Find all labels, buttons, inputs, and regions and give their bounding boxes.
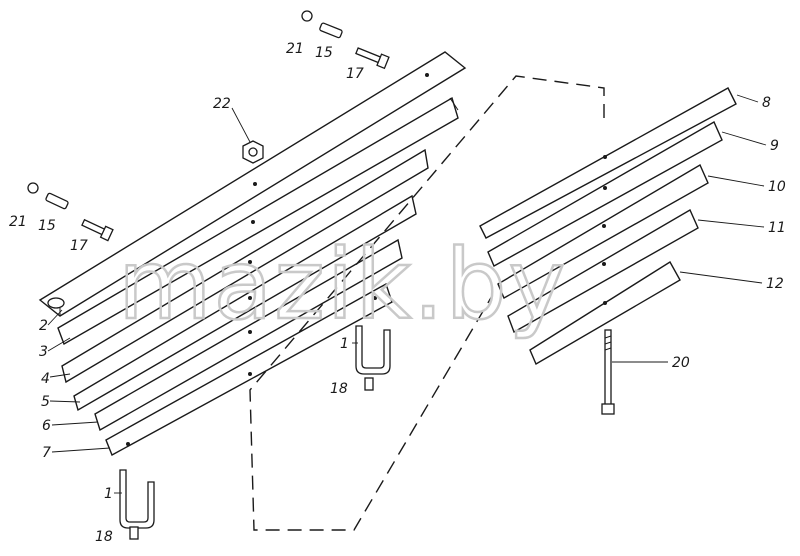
clip-1-upper — [355, 325, 391, 375]
label-5: 5 — [41, 394, 50, 410]
label-11: 11 — [768, 220, 786, 236]
label-3: 3 — [39, 344, 48, 360]
clip-1-lower — [119, 469, 155, 529]
leaf-6 — [94, 238, 403, 432]
label-22: 22 — [213, 96, 231, 112]
label-1-lower: 1 — [104, 486, 113, 502]
leaf-9 — [487, 121, 723, 267]
leaf-7 — [105, 282, 393, 456]
leaf-2 — [38, 51, 467, 317]
label-7: 7 — [42, 445, 51, 461]
rivet-18-lower — [129, 526, 139, 540]
label-17-left: 17 — [70, 238, 88, 254]
label-17-top: 17 — [346, 66, 364, 82]
label-18-lower: 18 — [95, 529, 113, 545]
hardware-group-left — [27, 182, 114, 242]
label-1-upper: 1 — [340, 336, 349, 352]
nut-22 — [242, 140, 264, 164]
leaf-10 — [497, 163, 709, 299]
label-18-upper: 18 — [330, 381, 348, 397]
label-20: 20 — [672, 355, 690, 371]
label-10: 10 — [768, 179, 786, 195]
label-8: 8 — [762, 95, 771, 111]
label-2: 2 — [39, 318, 48, 334]
label-9: 9 — [770, 138, 779, 154]
hardware-group-top — [301, 10, 390, 70]
leaf-11 — [507, 209, 699, 334]
label-12: 12 — [766, 276, 784, 292]
label-4: 4 — [41, 371, 50, 387]
label-21-top: 21 — [286, 41, 304, 57]
left-leaf-pack — [38, 51, 467, 456]
center-bolt-20 — [601, 329, 615, 415]
leader-lines — [47, 94, 767, 494]
rivet-18-upper — [364, 377, 374, 391]
label-6: 6 — [42, 418, 51, 434]
label-15-top: 15 — [315, 45, 333, 61]
right-leaf-pack — [479, 87, 737, 366]
label-15-left: 15 — [38, 218, 56, 234]
leaf-4 — [61, 148, 429, 384]
leaf-3 — [57, 96, 459, 346]
leaf-12 — [529, 261, 681, 366]
label-21-left: 21 — [9, 214, 27, 230]
assembly-dashed-outline — [249, 75, 605, 531]
leaf-8 — [479, 87, 737, 239]
part-labels: 21 15 17 22 21 15 17 2 3 4 5 6 7 1 18 1 … — [9, 41, 786, 545]
leaf-5 — [73, 194, 417, 412]
watermark: mazik.by — [118, 229, 567, 341]
